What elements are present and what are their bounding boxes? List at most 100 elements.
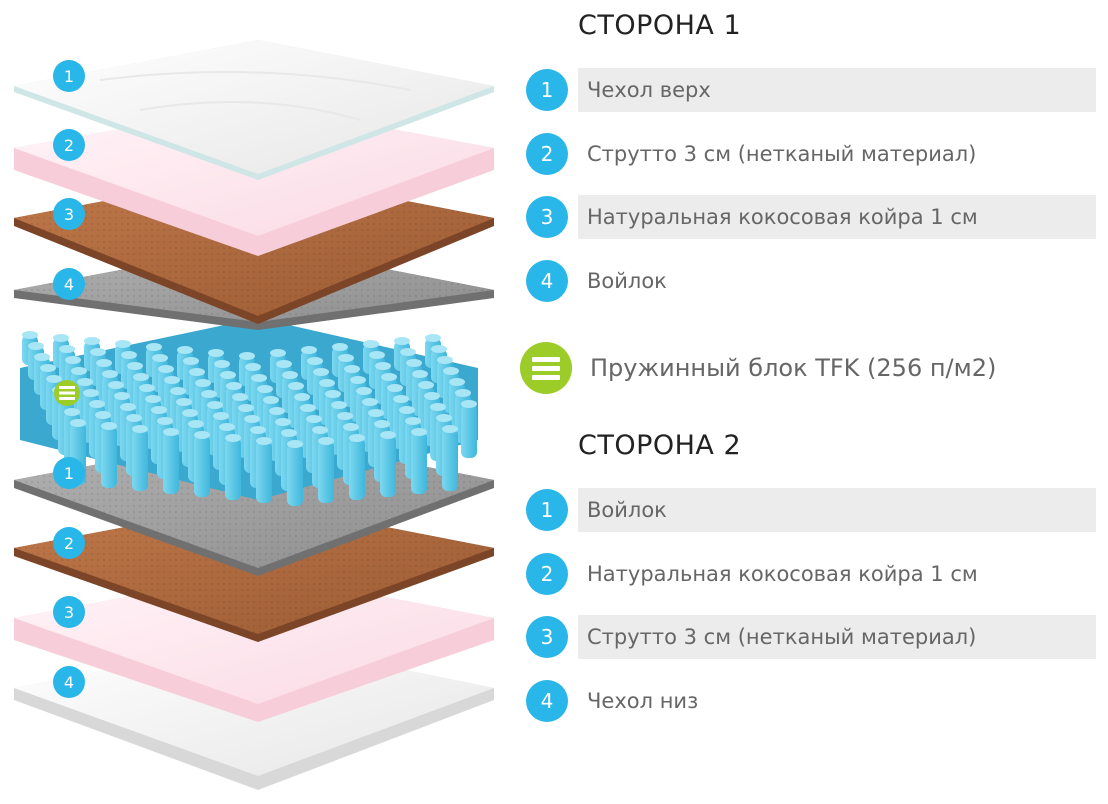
spring-coil-top <box>436 414 452 422</box>
spring-coil-top <box>282 371 298 379</box>
spring-coil-top <box>177 346 193 354</box>
spring-coil-top <box>84 337 100 345</box>
item-label: Чехол низ <box>587 689 699 713</box>
spring-coil-top <box>394 337 410 345</box>
spring-coil-top <box>64 408 80 416</box>
item-label: Чехол верх <box>587 78 711 102</box>
side2-item-3: 3 Струтто 3 см (нетканый материал) <box>524 613 1096 661</box>
spring-coil-top <box>430 403 446 411</box>
spring-coil-top <box>151 406 167 414</box>
spring-coil-top <box>120 403 136 411</box>
spring-coil-top <box>188 420 204 428</box>
number-badge: 2 <box>526 553 568 595</box>
spring-block-icon <box>520 342 572 394</box>
spring-coil <box>411 432 427 494</box>
spring-coil-top <box>294 393 310 401</box>
spring-coil-top <box>319 379 335 387</box>
layer-number-text: 3 <box>64 603 74 622</box>
layer-top-cover <box>14 40 494 180</box>
spring-coil-top <box>443 367 459 375</box>
spring-coil <box>442 429 458 491</box>
spring-coil-top <box>163 428 179 436</box>
spring-coil-top <box>406 359 422 367</box>
spring-coil-top <box>374 420 390 428</box>
item-label: Войлок <box>587 269 667 293</box>
spring-coil-top <box>83 389 99 397</box>
spring-coil-top <box>270 349 286 357</box>
layer-number-text: 1 <box>64 464 74 483</box>
spring-coil-top <box>412 370 428 378</box>
spring-coil-top <box>127 362 143 370</box>
spring-coil-top <box>332 343 348 351</box>
spring-coil-top <box>437 356 453 364</box>
spring-coil-top <box>431 345 447 353</box>
number-badge: 4 <box>526 680 568 722</box>
spring-coil-top <box>164 376 180 384</box>
side1-item-4: 4 Войлок <box>524 257 1096 305</box>
spring-coil-top <box>121 351 137 359</box>
spring-coil-top <box>288 382 304 390</box>
spring-coil-top <box>313 368 329 376</box>
spring-coil-top <box>28 342 44 350</box>
spring-coil-top <box>232 393 248 401</box>
spring-coil-top <box>108 381 124 389</box>
spring-coil-top <box>170 387 186 395</box>
spring-coil-top <box>375 362 391 370</box>
side2-item-2: 2 Натуральная кокосовая койра 1 см <box>524 550 1096 598</box>
spring-coil-top <box>363 340 379 348</box>
layer-number-text: 3 <box>64 205 74 224</box>
side1-item-2: 2 Струтто 3 см (нетканый материал) <box>524 130 1096 178</box>
spring-coil-top <box>338 354 354 362</box>
spring-coil-top <box>381 373 397 381</box>
spring-coil-top <box>77 378 93 386</box>
spring-coil-top <box>102 370 118 378</box>
spring-coil <box>461 404 477 458</box>
side1-item-1: 1 Чехол верх <box>524 66 1096 114</box>
spring-coil-top <box>201 390 217 398</box>
spring-coil-top <box>424 392 440 400</box>
spring-coil-top <box>189 368 205 376</box>
spring-coil-top <box>95 411 111 419</box>
spring-coil-top <box>257 385 273 393</box>
layer-number-badge <box>53 457 85 489</box>
spring-coil-top <box>89 400 105 408</box>
spring-coil <box>132 429 148 491</box>
spring-coil-top <box>411 428 427 436</box>
spring-coil <box>225 438 241 500</box>
spring-coil-top <box>369 351 385 359</box>
spring-coil-top <box>449 378 465 386</box>
item-label: Войлок <box>587 498 667 522</box>
spring-coil-top <box>46 375 62 383</box>
spring-coil-top <box>418 381 434 389</box>
spring-coil-top <box>133 373 149 381</box>
spring-coil-top <box>220 371 236 379</box>
layer-spring-block <box>20 318 478 506</box>
spring-coil <box>287 444 303 506</box>
number-badge: 4 <box>526 260 568 302</box>
layer-number-badge <box>53 268 85 300</box>
spring-coil <box>101 426 117 488</box>
spring-coil-top <box>176 398 192 406</box>
item-label: Струтто 3 см (нетканый материал) <box>587 625 977 649</box>
spring-coil-top <box>65 356 81 364</box>
spring-coil-top <box>226 382 242 390</box>
layer-number-badge <box>53 129 85 161</box>
spring-coil-top <box>250 426 266 434</box>
spring-coil-top <box>145 395 161 403</box>
spring-coil-top <box>34 353 50 361</box>
spring-coil-top <box>331 401 347 409</box>
spring-coil-top <box>22 331 38 339</box>
number-badge: 1 <box>526 489 568 531</box>
layer-number-badge <box>53 596 85 628</box>
number-badge: 3 <box>526 196 568 238</box>
spring-block-label: Пружинный блок TFK (256 п/м2) <box>590 354 997 382</box>
spring-coil-top <box>208 349 224 357</box>
side2-item-4: 4 Чехол низ <box>524 677 1096 725</box>
spring-coil-top <box>114 392 130 400</box>
spring-coil-top <box>276 360 292 368</box>
spring-coil-top <box>207 401 223 409</box>
spring-coil-top <box>300 404 316 412</box>
spring-coil-top <box>350 376 366 384</box>
spring-coil-top <box>301 346 317 354</box>
